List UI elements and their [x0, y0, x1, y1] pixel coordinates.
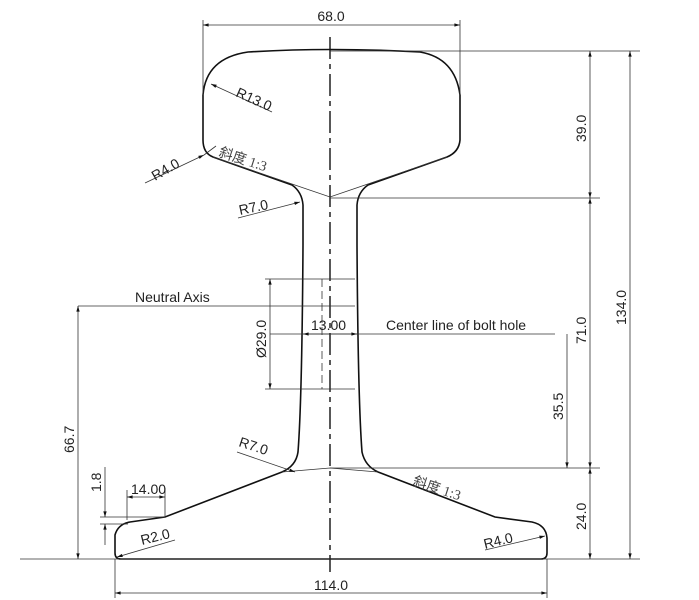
- dim-base-height: 24.0: [573, 503, 589, 530]
- dim-base-width: 114.0: [314, 577, 348, 593]
- base-slope-label: 斜度 1:3: [411, 474, 463, 504]
- dim-head-radius: R13.0: [234, 84, 275, 114]
- dim-bolt-hole-diameter: Ø29.0: [253, 320, 269, 358]
- dim-base-left-radius: R2.0: [139, 525, 172, 548]
- head-slope-lines: [212, 156, 448, 198]
- dim-neutral-axis-height: 66.7: [61, 426, 77, 453]
- dim-web-height: 71.0: [573, 317, 589, 344]
- neutral-axis-label: Neutral Axis: [135, 289, 210, 305]
- dim-base-right-radius: R4.0: [482, 529, 515, 552]
- rail-outline: [114, 48, 548, 560]
- dim-total-height: 134.0: [613, 290, 629, 325]
- dim-web-thickness: 13.00: [311, 317, 346, 333]
- dim-lower-web-radius: R7.0: [237, 434, 270, 458]
- dim-bolt-hole-height: 35.5: [550, 393, 566, 420]
- dim-base-edge-width: 14.00: [131, 481, 166, 497]
- bolt-hole-center-label: Center line of bolt hole: [386, 317, 526, 333]
- head-slope-label: 斜度 1:3: [217, 145, 269, 175]
- dim-head-height: 39.0: [573, 115, 589, 142]
- dim-head-corner-radius: R4.0: [149, 155, 183, 184]
- dim-head-width: 68.0: [317, 8, 344, 24]
- dim-base-edge-height: 1.8: [88, 472, 104, 492]
- dim-upper-web-radius: R7.0: [237, 196, 269, 218]
